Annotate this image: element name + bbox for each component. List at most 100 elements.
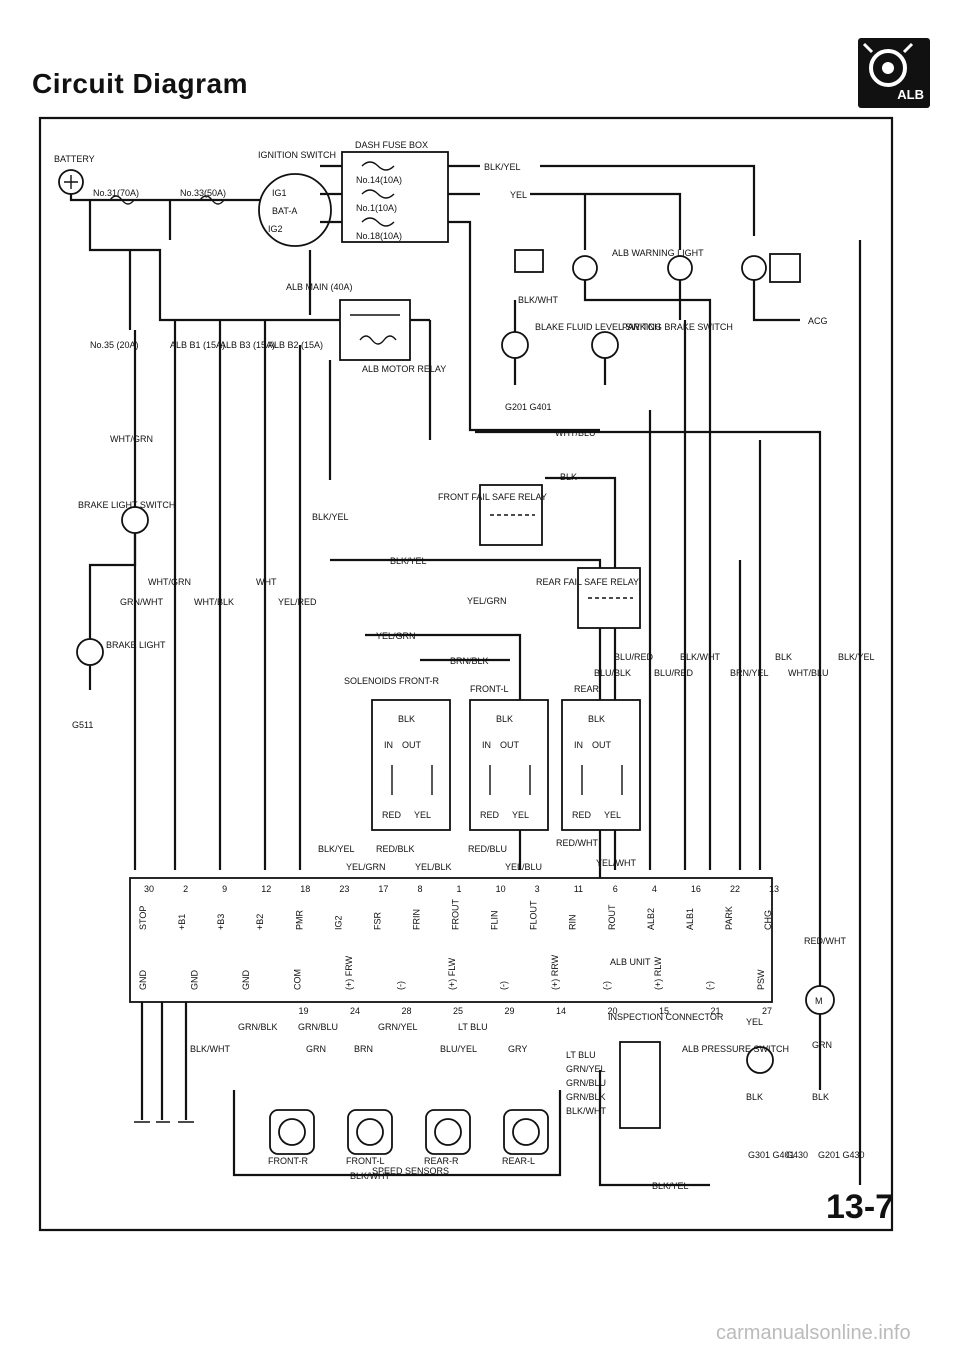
wire-wht-blu-right: WHT/BLU [788, 668, 829, 678]
wire-blk-wht-2: BLK/WHT [680, 652, 721, 662]
unit-pin-name: +B1 [177, 914, 187, 930]
wire-blk-right: BLK [775, 652, 792, 662]
wire-yel-blk: YEL/BLK [415, 862, 452, 872]
wire-yel-ps: YEL [746, 1017, 763, 1027]
wire-yel-blu: YEL/BLU [505, 862, 542, 872]
speed-sensor-front-r [269, 1109, 315, 1155]
inspection-connector-label: INSPECTION CONNECTOR [608, 1012, 724, 1022]
sensor-rear-r-label: REAR-R [424, 1156, 459, 1166]
svg-text:YEL: YEL [604, 810, 621, 820]
unit-pin-number: 4 [652, 884, 657, 894]
unit-pin-name: GND [241, 970, 251, 991]
watermark: carmanualsonline.info [716, 1322, 911, 1344]
wire-grn: GRN [306, 1044, 326, 1054]
wire-yel-grn-low: YEL/GRN [346, 862, 386, 872]
unit-pin-name: (+) RRW [550, 954, 560, 990]
unit-pin-number: 22 [730, 884, 740, 894]
wire-blk-motor: BLK [812, 1092, 829, 1102]
front-relay-label: FRONT FAIL SAFE RELAY [438, 492, 547, 502]
wire-red-blu: RED/BLU [468, 844, 507, 854]
brake-light-label: BRAKE LIGHT [106, 640, 166, 650]
svg-text:IN: IN [384, 740, 393, 750]
wire-blk: BLK [560, 472, 577, 482]
rear-fail-safe-relay: REAR FAIL SAFE RELAY [536, 567, 641, 629]
unit-pin-number: 14 [556, 1006, 566, 1016]
wire-grn-motor: GRN [812, 1040, 832, 1050]
wire-brn-yel: BRN/YEL [730, 668, 769, 678]
svg-text:BLK: BLK [496, 714, 513, 724]
alb-b2-label: ALB B2 (15A) [268, 340, 323, 350]
wire-blk-wht-sensors: BLK/WHT [190, 1044, 231, 1054]
unit-pin-name: FROUT [451, 899, 461, 930]
wire-grn-blu-ic: GRN/BLU [566, 1078, 606, 1088]
g301-g401-label: G301 G401 [748, 1150, 795, 1160]
fuse-group: No.35 (20A) ALB B1 (15A) ALB B3 (15A) AL… [90, 282, 353, 350]
unit-pin-name: ALB1 [685, 908, 695, 930]
wire-brn-blk: BRN/BLK [450, 656, 489, 666]
alb-main-label: ALB MAIN (40A) [286, 282, 353, 292]
wire-blu-yel: BLU/YEL [440, 1044, 477, 1054]
wire-blk-wht-bottom: BLK/WHT [350, 1171, 391, 1181]
speed-sensors-label: SPEED SENSORS [372, 1166, 449, 1176]
brake-light-switch-label: BRAKE LIGHT SWITCH [78, 500, 175, 510]
inspection-connector: INSPECTION CONNECTOR LT BLU GRN/YEL GRN/… [566, 1012, 724, 1129]
unit-pin-number: 27 [762, 1006, 772, 1016]
wire-red-wht-right: RED/WHT [804, 936, 846, 946]
svg-text:YEL: YEL [512, 810, 529, 820]
unit-pin-number: 9 [222, 884, 227, 894]
fluid-switch-label: BLAKE FLUID LEVEL SWITCH [535, 322, 661, 332]
acg-label: ACG [808, 316, 828, 326]
wire-grn-blk-ic: GRN/BLK [566, 1092, 606, 1102]
motor-symbol: M [815, 996, 823, 1006]
wire-yel-wht: YEL/WHT [596, 858, 637, 868]
wire-red-blk: RED/BLK [376, 844, 415, 854]
unit-pin-name: +B2 [255, 914, 265, 930]
unit-pin-name: GND [190, 970, 200, 991]
sensor-front-r-label: FRONT-R [268, 1156, 308, 1166]
warning-light-label: ALB WARNING LIGHT [612, 248, 704, 258]
alb-unit: ALB UNIT 30STOP2+B19+B312+B218PMR23IG217… [129, 877, 779, 1016]
g430-label: G430 [786, 1150, 808, 1160]
wire-grn-blu: GRN/BLU [298, 1022, 338, 1032]
alb-badge: ALB [858, 38, 930, 108]
wire-blk-wht: BLK/WHT [518, 295, 559, 305]
unit-pin-name: GND [138, 970, 148, 991]
unit-pin-number: 25 [453, 1006, 463, 1016]
solenoid-front-r: SOLENOIDS FRONT-R BLK IN OUT RED YEL [344, 676, 451, 831]
svg-text:BLK: BLK [398, 714, 415, 724]
front-fail-safe-relay: FRONT FAIL SAFE RELAY [438, 484, 547, 546]
wire-blk-yel-bottom: BLK/YEL [652, 1181, 689, 1191]
wire-lt-blu: LT BLU [458, 1022, 488, 1032]
solenoid-front-l: FRONT-L BLK IN OUT RED YEL [469, 684, 549, 831]
unit-pin-name: ROUT [607, 904, 617, 930]
rear-relay-label: REAR FAIL SAFE RELAY [536, 577, 639, 587]
wire-blk-ps: BLK [746, 1092, 763, 1102]
unit-pin-name: PARK [724, 906, 734, 930]
disc-brake-icon [862, 42, 914, 87]
badge-label: ALB [897, 87, 924, 102]
alb-b1-label: ALB B1 (15A) [170, 340, 225, 350]
unit-pin-name: FSR [372, 911, 382, 930]
wire-blk-yel-relay: BLK/YEL [390, 556, 427, 566]
wire-blu-blk: BLU/BLK [594, 668, 631, 678]
ig1-label: IG1 [272, 188, 287, 198]
unit-pin-number: 24 [350, 1006, 360, 1016]
unit-pin-name: PSW [756, 969, 766, 990]
fuse-35-label: No.35 (20A) [90, 340, 139, 350]
wire-yel-top: YEL [510, 190, 527, 200]
g201-g430-label: G201 G430 [818, 1150, 865, 1160]
page-number: 13-7 [826, 1188, 895, 1226]
unit-pin-number: 19 [299, 1006, 309, 1016]
sensor-rear-l-label: REAR-L [502, 1156, 535, 1166]
page-title: Circuit Diagram [32, 68, 248, 99]
fuse-14-label: No.14(10A) [356, 175, 402, 185]
wire-blk-yel-right: BLK/YEL [838, 652, 875, 662]
bat-a-label: BAT-A [272, 206, 297, 216]
wire-blk-yel-mid: BLK/YEL [312, 512, 349, 522]
wire-grn-wht: GRN/WHT [120, 597, 163, 607]
unit-pin-number: 23 [339, 884, 349, 894]
g201-g401-label: G201 G401 [505, 402, 552, 412]
wire-wht-blu-upper: WHT/BLU [555, 428, 596, 438]
